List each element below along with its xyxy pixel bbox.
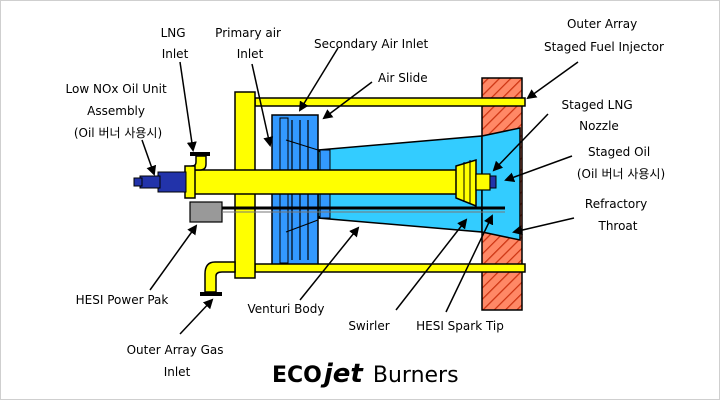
- label-swirler: Swirler: [348, 319, 389, 333]
- label-hesi-spark-tip: HESI Spark Tip: [416, 319, 504, 333]
- label-outer-array-staged-fuel-injector: Outer Array Staged Fuel Injector: [544, 17, 664, 54]
- label-staged-lng-nozzle: Staged LNG Nozzle: [562, 98, 637, 133]
- label-outer-array-gas-inlet: Outer Array Gas Inlet: [127, 343, 228, 379]
- label-lng-inlet: LNG Inlet: [161, 26, 190, 61]
- label-low-nox-oil-unit: Low NOx Oil Unit Assembly (Oil 버너 사용시): [66, 82, 171, 140]
- label-staged-oil: Staged Oil (Oil 버너 사용시): [577, 145, 665, 181]
- swirler: [455, 158, 477, 208]
- label-hesi-power-pak: HESI Power Pak: [76, 293, 169, 307]
- outer-array-top-pipe: [254, 97, 526, 107]
- label-secondary-air-inlet: Secondary Air Inlet: [314, 37, 429, 51]
- outer-array-bottom-pipe: [254, 263, 526, 273]
- staged-lng-nozzle: [475, 173, 491, 191]
- label-venturi-body: Venturi Body: [248, 302, 325, 316]
- oil-tip: [489, 175, 497, 189]
- label-refractory-throat: Refractory Throat: [585, 197, 651, 233]
- outer-array-gas-inlet-elbow: [204, 261, 236, 293]
- label-air-slide: Air Slide: [378, 71, 428, 85]
- oil-unit-body: [157, 171, 187, 193]
- hesi-power-pak: [189, 201, 223, 223]
- main-burner-gun: [191, 169, 465, 195]
- label-primary-air-inlet: Primary air Inlet: [215, 26, 285, 61]
